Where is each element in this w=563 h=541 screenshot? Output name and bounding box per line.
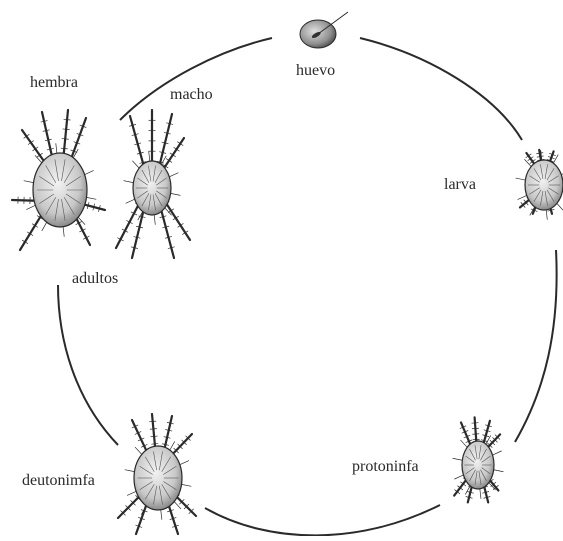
label-male: macho: [170, 86, 213, 104]
mite-deutonymph: [118, 414, 196, 534]
arc-adults-to-egg: [120, 38, 272, 120]
mite-male: [116, 110, 190, 258]
label-adults: adultos: [72, 270, 118, 288]
label-female: hembra: [30, 74, 78, 92]
label-larva: larva: [444, 176, 476, 194]
arc-egg-to-larva: [360, 38, 522, 140]
mite-illustrations: [12, 110, 563, 534]
egg-illustration: [300, 12, 348, 48]
label-protonymph: protoninfa: [352, 458, 419, 476]
arc-larva-to-protonymph: [515, 250, 557, 442]
arc-deutonymph-to-adults: [58, 285, 118, 445]
mite-protonymph: [453, 417, 504, 502]
label-deutonymph: deutonimfa: [22, 472, 95, 490]
label-egg: huevo: [296, 62, 335, 80]
mite-larva: [516, 150, 563, 220]
arc-protonymph-to-deutonymph: [205, 505, 440, 535]
mite-female: [12, 110, 105, 250]
